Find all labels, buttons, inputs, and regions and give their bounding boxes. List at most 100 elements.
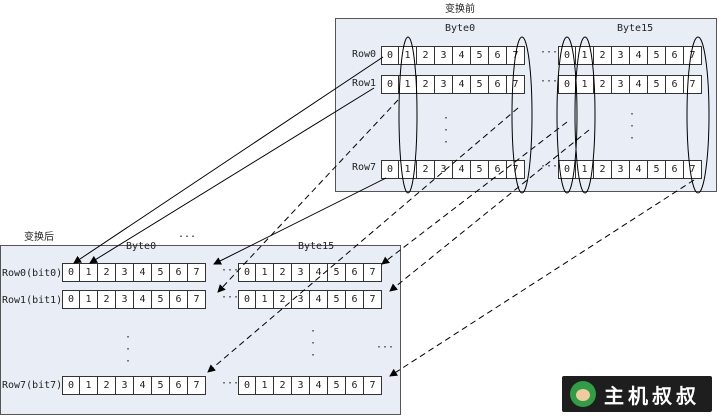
bit1-column-ellipse-byte0	[398, 36, 418, 194]
bit-cell: 2	[594, 46, 612, 65]
after-vertical-ellipsis-byte15: ···	[310, 326, 317, 361]
after-row0-label: Row0(bit0)	[2, 268, 63, 279]
after-row0-byte15: 0 1 2 3 4 5 6 7	[238, 263, 382, 282]
bit-cell: 6	[666, 46, 684, 65]
bit-cell: 7	[188, 263, 206, 282]
bit-cell: 3	[435, 46, 453, 65]
bit-cell: 3	[292, 290, 310, 309]
bit-cell: 7	[364, 263, 382, 282]
bit-cell: 4	[310, 376, 328, 395]
bit-cell: 5	[648, 160, 666, 179]
before-row1-label: Row1	[352, 78, 377, 89]
bit-cell: 2	[98, 290, 116, 309]
bit-cell: 0	[62, 263, 80, 282]
bit-cell: 4	[134, 376, 152, 395]
after-row1-byte0: 0 1 2 3 4 5 6 7	[62, 290, 206, 309]
bit-cell: 2	[98, 376, 116, 395]
arrow-byte15-bit0-b	[389, 129, 590, 292]
bit-cell: 5	[648, 75, 666, 94]
bit-cell: 3	[292, 376, 310, 395]
bit-cell: 5	[471, 160, 489, 179]
bit-cell: 5	[328, 290, 346, 309]
before-title: 变换前	[445, 4, 475, 15]
bit-cell: 6	[346, 376, 364, 395]
before-row7-ellipsis: ···	[540, 161, 559, 172]
bit-cell: 3	[612, 75, 630, 94]
after-title: 变换后	[24, 232, 54, 243]
bit-cell: 0	[62, 376, 80, 395]
bit-cell: 6	[666, 75, 684, 94]
bit-cell: 0	[381, 75, 399, 94]
before-row7-byte0: 0 1 2 3 4 5 6 7	[381, 160, 525, 179]
bit-cell: 5	[648, 46, 666, 65]
bit-cell: 0	[238, 290, 256, 309]
before-vertical-ellipsis-byte15: ···	[629, 109, 636, 144]
before-row0-label: Row0	[352, 49, 377, 60]
before-row7-byte15: 0 1 2 3 4 5 6 7	[558, 160, 702, 179]
bit-cell: 5	[152, 376, 170, 395]
bit-cell: 6	[489, 46, 507, 65]
bit-cell: 2	[594, 75, 612, 94]
bit-cell: 1	[80, 376, 98, 395]
bit-cell: 2	[417, 75, 435, 94]
arrow-row7-bit0	[213, 177, 387, 265]
before-vertical-ellipsis-byte0: ···	[443, 113, 450, 148]
arrow-row0-bit0	[73, 56, 384, 264]
watermark-logo: 主机叔叔	[562, 376, 712, 412]
before-row1-byte15: 0 1 2 3 4 5 6 7	[558, 75, 702, 94]
bit-cell: 6	[346, 290, 364, 309]
bit-cell: 2	[417, 46, 435, 65]
before-row0-ellipsis: ···	[540, 47, 559, 58]
before-byte15-label: Byte15	[617, 23, 654, 34]
bit-cell: 3	[116, 290, 134, 309]
arrow-row1-bit0	[89, 87, 375, 264]
bit-cell: 4	[630, 46, 648, 65]
bit-cell: 6	[346, 263, 364, 282]
bit-cell: 6	[489, 160, 507, 179]
bit-cell: 1	[256, 290, 274, 309]
bit-cell: 2	[594, 160, 612, 179]
bit-cell: 1	[399, 46, 417, 65]
bit-cell: 3	[612, 46, 630, 65]
bit-cell: 1	[576, 160, 594, 179]
mascot-icon	[570, 381, 596, 407]
bit-cell: 1	[576, 75, 594, 94]
arrow-byte0-bit7	[207, 107, 519, 373]
bit-cell: 5	[471, 46, 489, 65]
bit-cell: 6	[666, 160, 684, 179]
bit-cell: 1	[256, 376, 274, 395]
bit-cell: 3	[435, 75, 453, 94]
bit-cell: 5	[152, 290, 170, 309]
bit-cell: 6	[170, 263, 188, 282]
bit-cell: 2	[417, 160, 435, 179]
bit0-column-ellipse-byte15	[556, 36, 578, 194]
bit-cell: 1	[256, 263, 274, 282]
bit-cell: 0	[238, 376, 256, 395]
after-row0-ellipsis: ···	[221, 265, 240, 276]
bit-cell: 1	[576, 46, 594, 65]
bit-cell: 4	[630, 160, 648, 179]
after-row1-label: Row1(bit1)	[2, 295, 63, 306]
bit-cell: 4	[310, 290, 328, 309]
before-row1-ellipsis: ···	[540, 76, 559, 87]
arrow-byte15-bit0-a	[381, 121, 568, 265]
bit-cell: 7	[188, 290, 206, 309]
bit7-column-ellipse-byte0	[511, 36, 533, 194]
after-row1-ellipsis: ···	[221, 292, 240, 303]
after-side-ellipsis: ···	[376, 342, 395, 353]
bit-cell: 0	[381, 46, 399, 65]
bit-cell: 7	[507, 75, 525, 94]
bit-cell: 0	[381, 160, 399, 179]
bit-cell: 1	[80, 290, 98, 309]
after-row7-byte15: 0 1 2 3 4 5 6 7	[238, 376, 382, 395]
after-row7-label: Row7(bit7)	[2, 380, 63, 391]
bit-cell: 0	[238, 263, 256, 282]
after-vertical-ellipsis-byte0: ···	[125, 332, 132, 367]
bit-cell: 2	[274, 376, 292, 395]
bit-cell: 3	[292, 263, 310, 282]
after-byte15-label: Byte15	[298, 241, 335, 252]
bit-cell: 6	[170, 376, 188, 395]
bit-cell: 3	[612, 160, 630, 179]
bit7-column-ellipse-byte15	[686, 36, 710, 194]
